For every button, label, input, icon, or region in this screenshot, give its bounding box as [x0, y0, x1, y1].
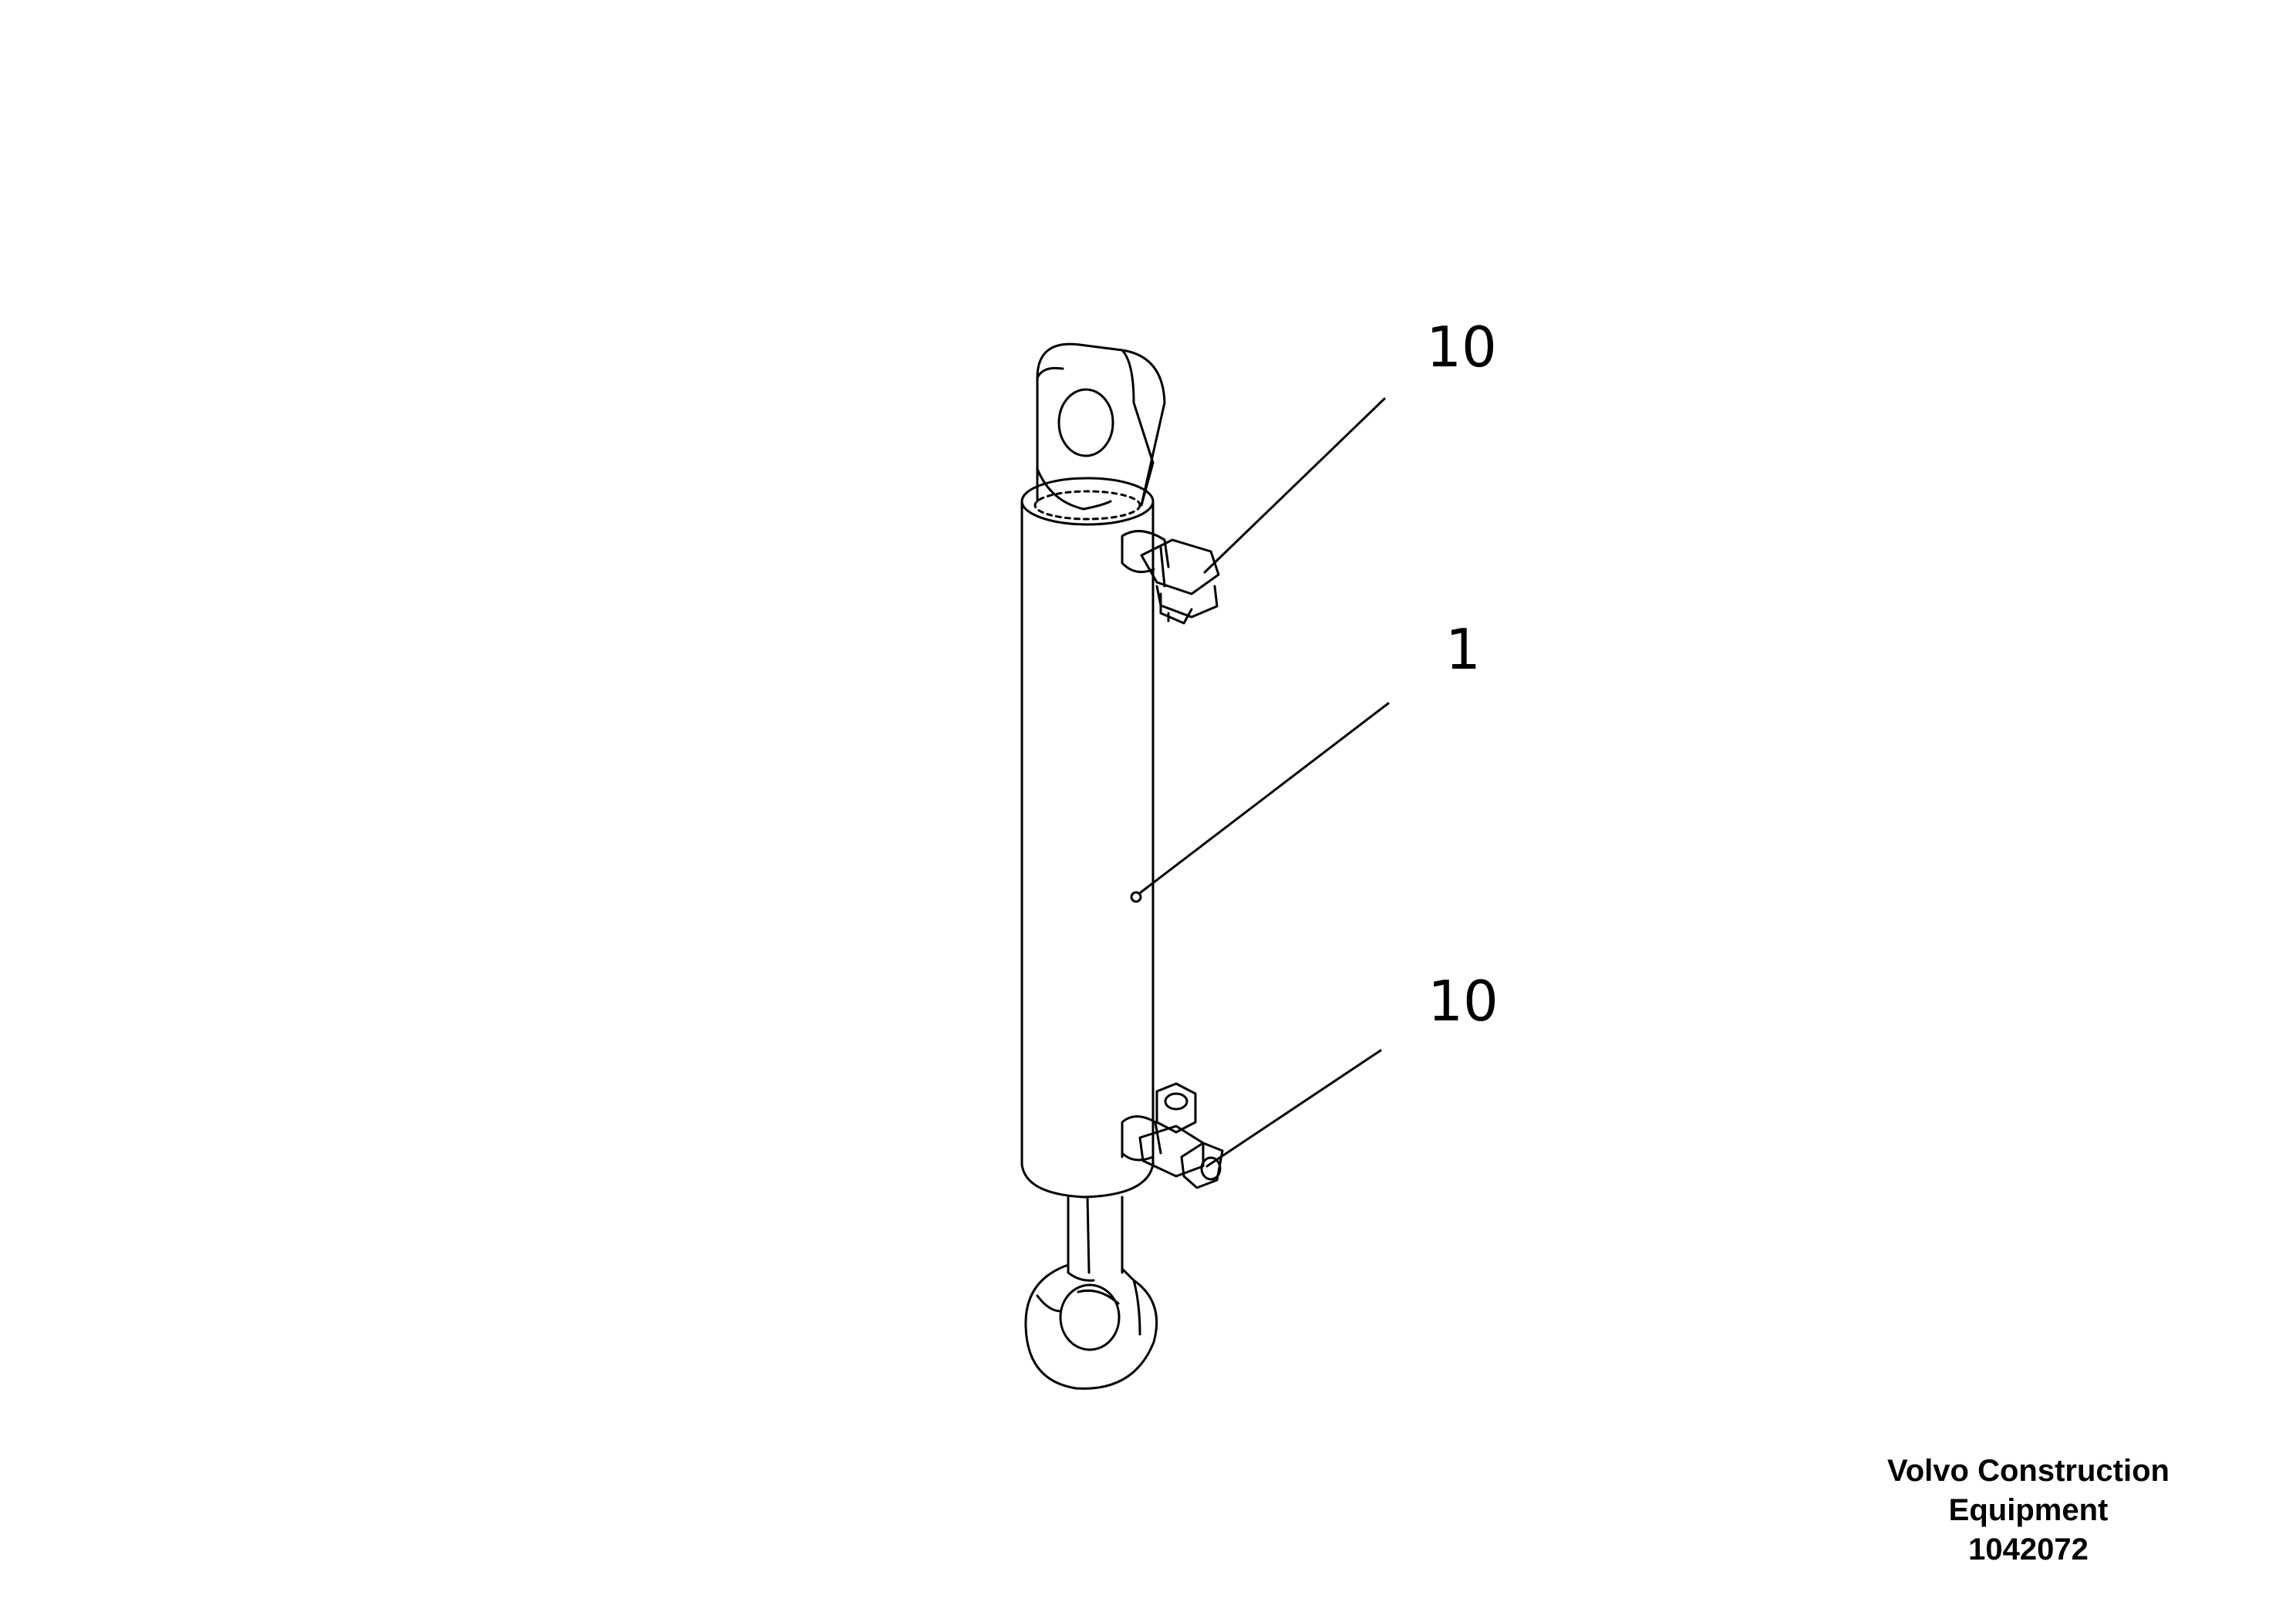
hydraulic-cylinder-drawing [1020, 342, 1224, 1390]
callout-leaders [1139, 397, 1390, 1168]
top-hose-fitting [1121, 530, 1220, 625]
callout-number-bottom-fitting: 10 [1428, 969, 1499, 1034]
piston-rod [1067, 1195, 1124, 1282]
publisher-name-line1: Volvo Construction [1887, 1454, 2170, 1488]
callout-number-top-fitting: 10 [1426, 315, 1497, 379]
publisher-credit-block: Volvo Construction Equipment 1042072 [1836, 1452, 2221, 1570]
publisher-name-line2: Equipment [1948, 1493, 2109, 1527]
leader-line-cylinder-body [1139, 702, 1390, 894]
callout-number-cylinder-body: 1 [1445, 617, 1481, 682]
bottom-hose-fitting [1121, 1082, 1224, 1189]
cylinder-top-cap [1020, 477, 1155, 526]
drawing-number: 1042072 [1968, 1533, 2089, 1566]
leader-line-bottom-fitting [1205, 1049, 1382, 1168]
cylinder-body [1020, 501, 1155, 1199]
rod-end-eye [1024, 1263, 1158, 1390]
leader-line-top-fitting [1203, 397, 1386, 574]
top-clevis-eye [1036, 342, 1166, 511]
